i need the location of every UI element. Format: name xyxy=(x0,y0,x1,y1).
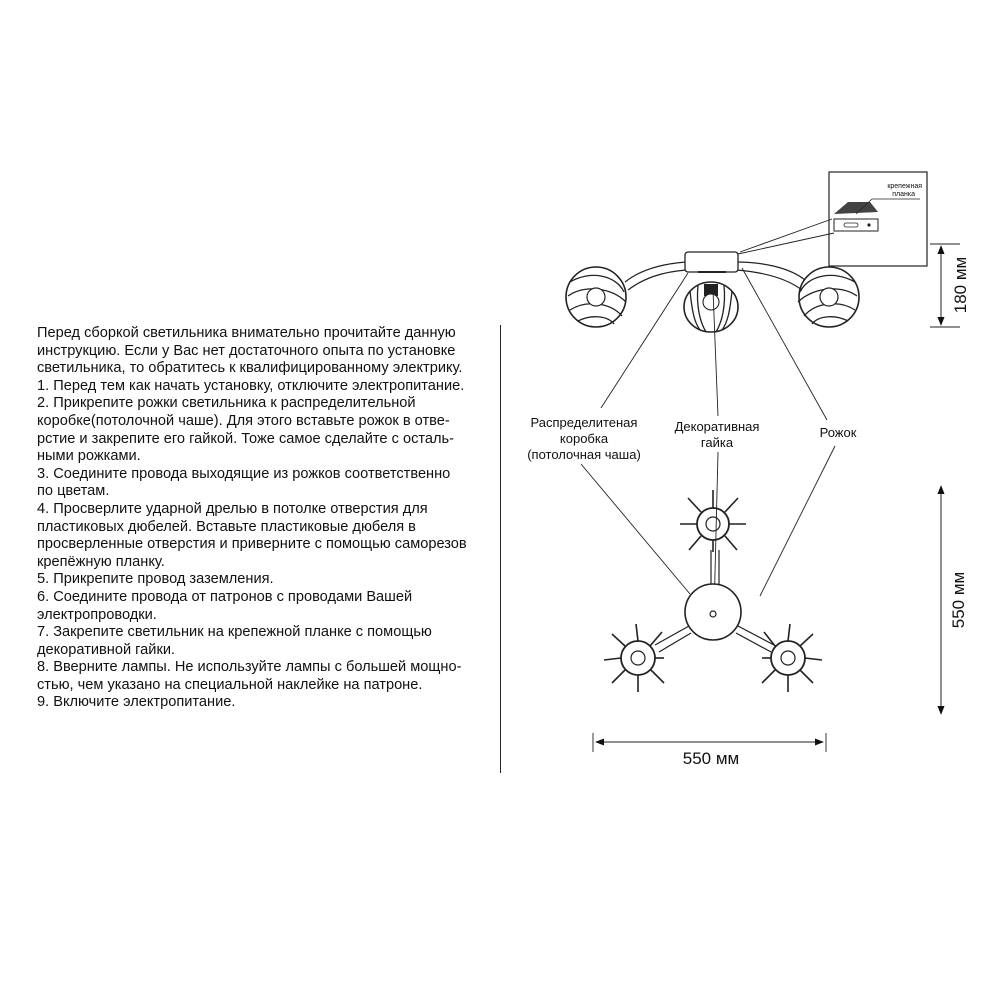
instruction-step-6: 6. Соедините провода от патронов с прово… xyxy=(37,588,413,605)
instruction-line: просверленные отверстия и приверните с п… xyxy=(37,536,467,553)
instruction-step-3: 3. Соедините провода выходящие из рожков… xyxy=(37,465,451,482)
left-shade xyxy=(565,266,627,328)
label-junction-box-line3: (потолочная чаша) xyxy=(527,447,641,462)
instruction-step-5: 5. Прикрепите провод заземления. xyxy=(37,571,274,588)
height-dimension-label: 180 мм xyxy=(951,257,970,313)
label-junction-box-line1: Распределитеная xyxy=(531,415,638,430)
instruction-step-8: 8. Вверните лампы. Не используйте лампы … xyxy=(37,659,462,676)
instruction-step-2: 2. Прикрепите рожки светильника к распре… xyxy=(37,395,416,412)
center-shade xyxy=(683,281,739,333)
canopy-side xyxy=(684,251,739,273)
depth-dimension-label: 550 мм xyxy=(949,572,968,628)
instruction-line: Перед сборкой светильника внимательно пр… xyxy=(37,325,456,341)
mounting-plate-inset: крепежная планка xyxy=(828,171,928,267)
instruction-line: крепёжную планку. xyxy=(37,553,165,570)
instruction-step-9: 9. Включите электропитание. xyxy=(37,694,236,711)
inset-label-line1: крепежная xyxy=(887,183,922,190)
width-dimension: 550 мм xyxy=(592,733,827,768)
instruction-line: по цветам. xyxy=(37,483,110,500)
label-junction-box-line2: коробка xyxy=(560,431,609,446)
height-dimension: 180 мм xyxy=(930,243,970,328)
depth-dimension: 550 мм xyxy=(937,485,968,715)
right-shade xyxy=(797,266,860,328)
instruction-line: пластиковых дюбелей. Вставьте пластиковы… xyxy=(37,518,416,535)
inset-leader-line xyxy=(737,232,835,255)
bottom-left-shade xyxy=(603,623,665,692)
assembly-instructions: Перед сборкой светильника внимательно пр… xyxy=(37,325,492,712)
bottom-right-shade xyxy=(761,623,823,692)
instruction-line: коробке(потолочной чаше). Для этого вста… xyxy=(37,412,450,429)
inset-leader-line xyxy=(739,218,833,253)
instruction-line: светильника, то обратитесь к квалифициро… xyxy=(37,360,463,377)
instruction-line: ными рожками. xyxy=(37,448,141,465)
instruction-line: электропроводки. xyxy=(37,606,157,623)
label-decorative-nut-line1: Декоративная xyxy=(675,419,760,434)
top-shade xyxy=(680,490,746,552)
column-divider xyxy=(500,325,501,773)
instruction-line: декоративной гайки. xyxy=(37,641,176,658)
inset-label-line2: планка xyxy=(892,191,915,198)
width-dimension-label: 550 мм xyxy=(683,749,739,768)
instruction-step-1: 1. Перед тем как начать установку, отклю… xyxy=(37,377,465,394)
instruction-step-7: 7. Закрепите светильник на крепежной пла… xyxy=(37,624,432,641)
instruction-line: рстие и закрепите его гайкой. Тоже самое… xyxy=(37,430,454,447)
label-arm: Рожок xyxy=(820,425,857,440)
instruction-line: стью, чем указано на специальной наклейк… xyxy=(37,676,423,693)
decorative-nut-top xyxy=(709,610,717,618)
instruction-step-4: 4. Просверлите ударной дрелью в потолке … xyxy=(37,500,428,517)
instruction-line: инструкцию. Если у Вас нет достаточного … xyxy=(37,342,456,359)
lamp-side-view xyxy=(565,251,860,333)
lamp-top-view xyxy=(603,490,823,692)
label-decorative-nut-line2: гайка xyxy=(701,435,734,450)
